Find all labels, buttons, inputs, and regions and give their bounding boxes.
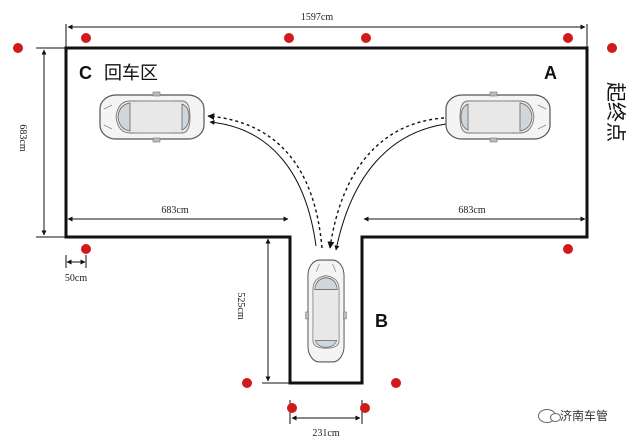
car-zone-a (445, 91, 551, 143)
marker (284, 33, 294, 43)
dim-right-segment-label: 683cm (458, 205, 485, 216)
dim-branch-width: 231cm (289, 400, 363, 439)
zone-b-letter: B (375, 311, 388, 331)
zone-c-label: 回车区 (104, 63, 158, 84)
marker (81, 244, 91, 254)
wechat-icon (538, 408, 561, 423)
path-b-to-c (207, 113, 323, 249)
watermark-text: 济南车管 (560, 409, 609, 423)
dim-left-segment-label: 683cm (161, 205, 188, 216)
dim-branch-depth-label: 525cm (235, 292, 246, 319)
dim-left-height: 683cm (17, 47, 66, 238)
dim-left-segment: 683cm (67, 205, 289, 222)
marker (287, 403, 297, 413)
dim-top-width-label: 1597cm (301, 12, 333, 23)
zone-a-letter: A (544, 63, 557, 83)
marker (81, 33, 91, 43)
marker (563, 33, 573, 43)
course-boundary (64, 46, 589, 385)
marker (563, 244, 573, 254)
dim-right-segment: 683cm (363, 205, 586, 222)
marker (360, 403, 370, 413)
dim-offset: 50cm (65, 255, 87, 284)
marker (13, 43, 23, 53)
dim-branch-width-label: 231cm (312, 428, 339, 439)
path-a-to-b (327, 117, 447, 251)
dim-offset-label: 50cm (65, 273, 87, 284)
dim-branch-depth: 525cm (235, 236, 290, 384)
zone-c-letter: C (79, 63, 92, 83)
marker (607, 43, 617, 53)
watermark: 济南车管 (538, 407, 608, 424)
marker (242, 378, 252, 388)
marker (391, 378, 401, 388)
marker-group (13, 33, 617, 413)
car-zone-c (99, 91, 205, 143)
dim-top-width: 1597cm (65, 12, 588, 48)
start-end-label: 起终点 (604, 82, 628, 142)
dim-left-height-label: 683cm (17, 124, 28, 151)
marker (361, 33, 371, 43)
car-zone-b (304, 259, 348, 363)
